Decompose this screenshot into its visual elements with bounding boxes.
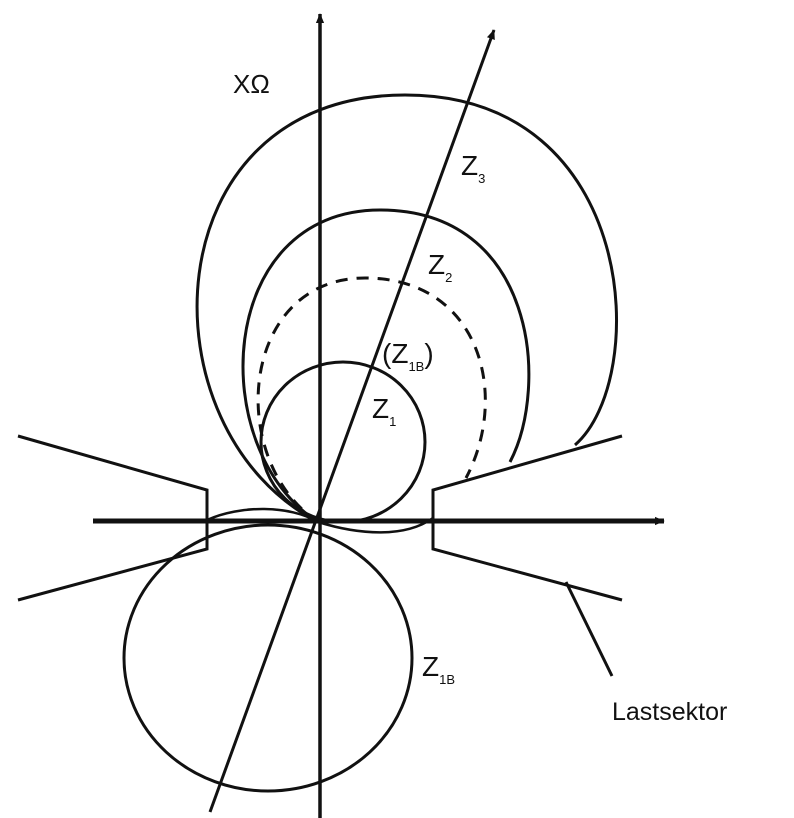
zone-1-label: Z1 (372, 393, 396, 429)
load-sector-right-boundary (431, 434, 623, 602)
line-angle-line (208, 29, 496, 813)
zone-3-circle (195, 93, 618, 524)
origin-lens-arc-left (206, 507, 319, 524)
zone-2-circle (241, 208, 531, 524)
zone-3-label: Z3 (461, 150, 485, 186)
load-sector-left-boundary (17, 434, 209, 602)
zone-2-label: Z2 (428, 249, 452, 285)
x-axis-label: XΩ (233, 69, 270, 99)
zone-1b-reverse-circle (122, 523, 414, 793)
load-sector-label: Lastsektor (612, 698, 727, 726)
load-sector-leader-line (564, 581, 614, 677)
zone-1b-overreach-label: (Z1B) (382, 338, 434, 374)
zone-1b-reverse-label: Z1B (422, 651, 455, 687)
zone-1b-dashed-circle (256, 276, 487, 524)
origin-lens-arc-right (317, 516, 434, 534)
